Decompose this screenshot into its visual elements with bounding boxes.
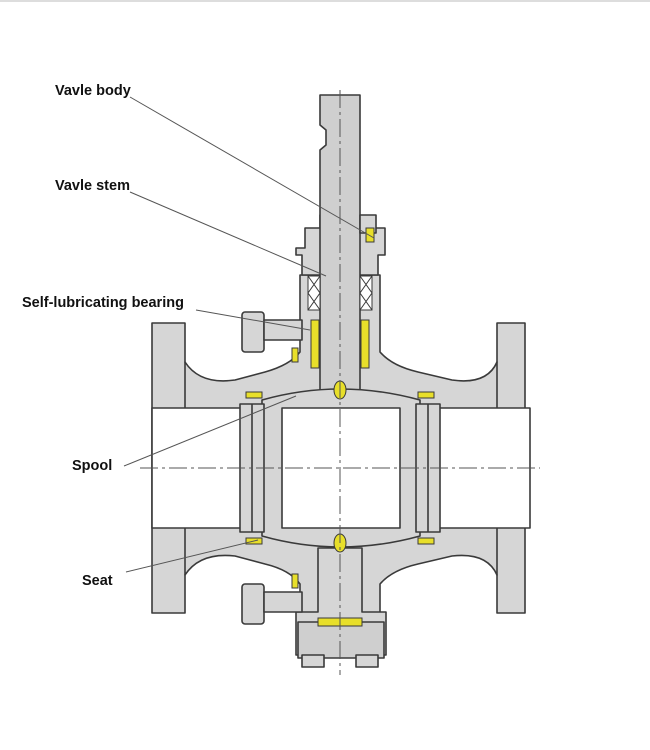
upper-bearing-left xyxy=(310,319,320,369)
upper-bearing-right xyxy=(360,319,370,369)
label-valve-stem: Vavle stem xyxy=(55,178,130,194)
stem-packing xyxy=(307,275,373,311)
label-valve-body: Vavle body xyxy=(55,83,131,99)
stem-key xyxy=(365,227,375,243)
seat-ring-upper-left xyxy=(245,391,263,399)
valve-body xyxy=(151,94,531,668)
label-spool: Spool xyxy=(72,458,112,474)
leader-spool xyxy=(123,395,297,467)
bolt-shank-lower xyxy=(263,591,303,613)
centerlines xyxy=(140,90,540,675)
bottom-bolt-right xyxy=(355,654,379,668)
leader-valve-stem xyxy=(129,191,327,277)
leader-valve-body xyxy=(129,96,375,239)
seat-ring-upper-right xyxy=(417,391,435,399)
bottom-cover xyxy=(297,621,385,659)
seat-ring-lower-right xyxy=(417,537,435,545)
label-bearing: Self-lubricating bearing xyxy=(22,295,184,311)
bolt-washer-upper xyxy=(291,347,299,363)
leader-bearing xyxy=(195,309,311,331)
bolt-washer-lower xyxy=(291,573,299,589)
leader-seat xyxy=(125,539,259,573)
label-seat: Seat xyxy=(82,573,113,589)
bolt-head-upper xyxy=(241,311,265,353)
bottom-bolt-left xyxy=(301,654,325,668)
leader-lines xyxy=(123,96,375,573)
bolt-head-lower xyxy=(241,583,265,625)
bolt-shank-upper xyxy=(263,319,303,341)
